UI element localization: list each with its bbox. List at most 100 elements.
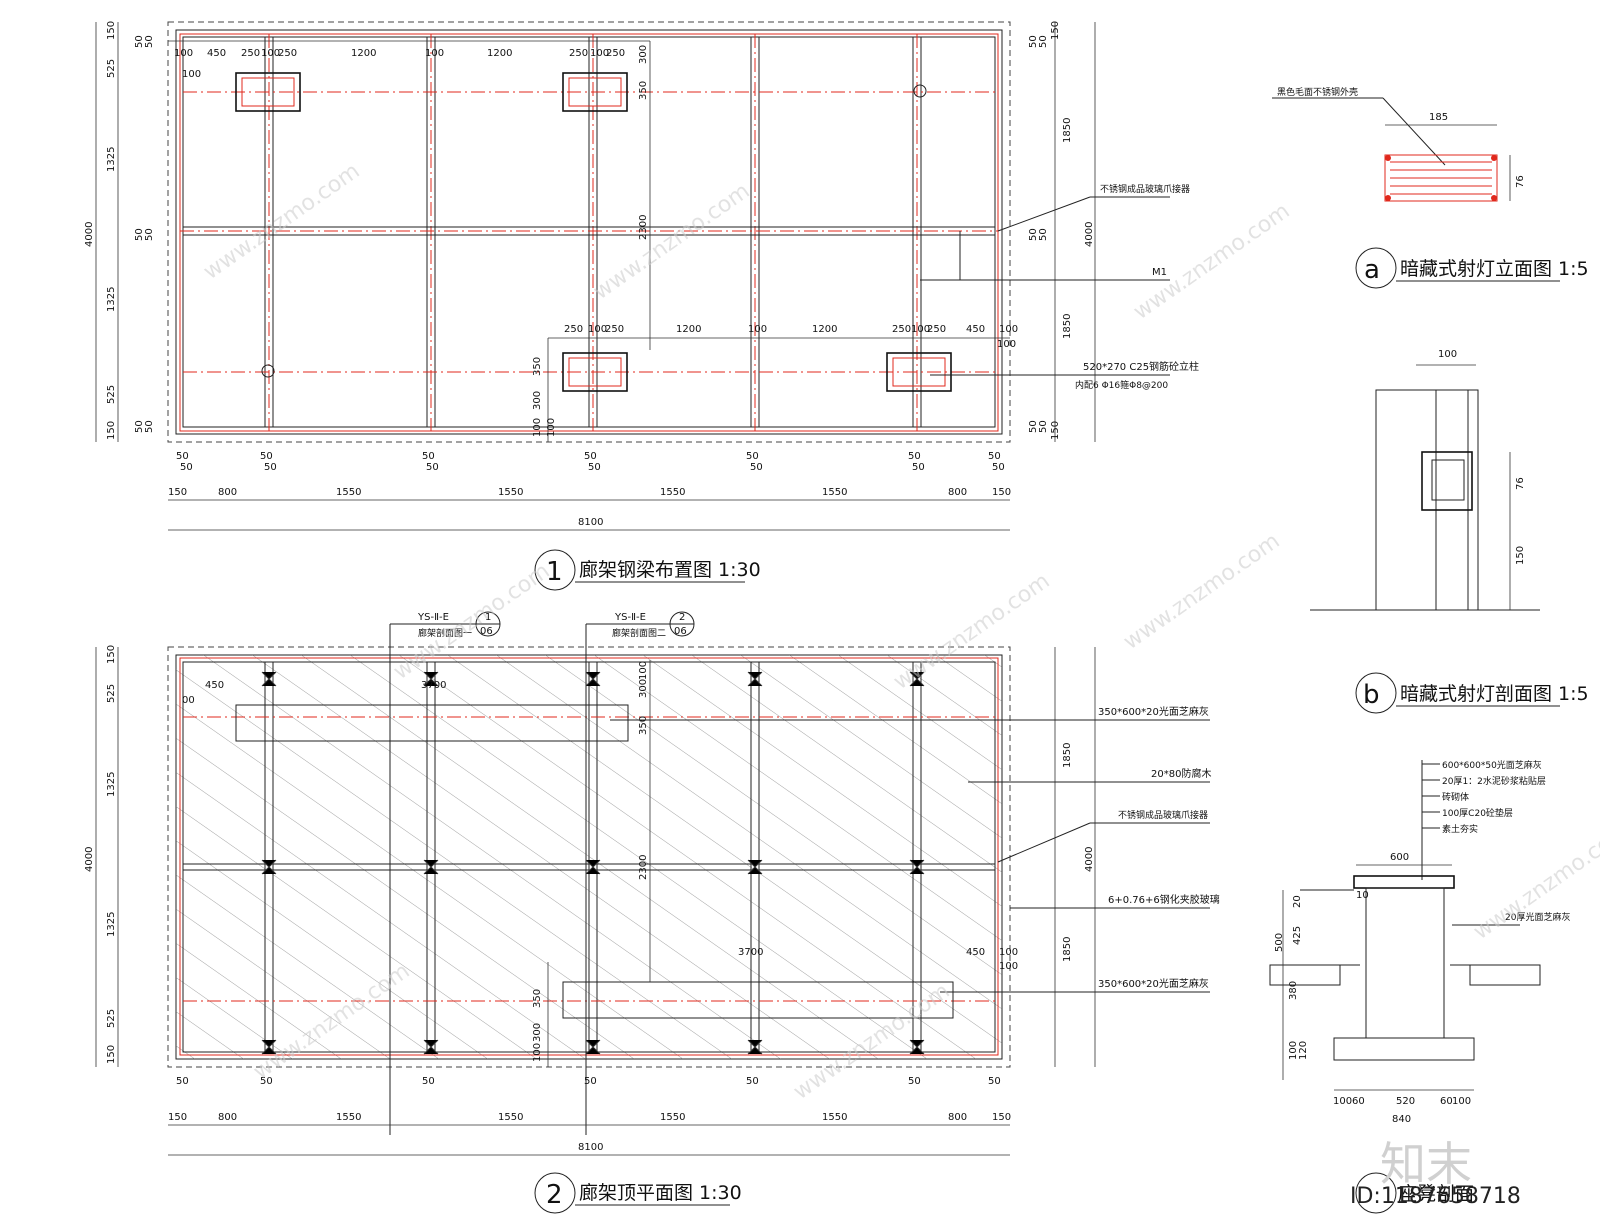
svg-text:1325: 1325	[106, 287, 117, 312]
svg-text:600*600*50光面芝麻灰: 600*600*50光面芝麻灰	[1442, 759, 1542, 771]
svg-text:150: 150	[106, 1045, 117, 1064]
plan1-top-dims: 100 450 250 100 250 1200 100 1200 250 10…	[174, 48, 625, 59]
svg-text:250: 250	[569, 48, 588, 59]
svg-text:150: 150	[1050, 21, 1061, 40]
svg-text:50: 50	[134, 228, 145, 241]
svg-text:100: 100	[1288, 1041, 1299, 1060]
svg-text:350: 350	[532, 989, 543, 1008]
svg-text:50: 50	[144, 35, 155, 48]
svg-text:1550: 1550	[660, 1112, 685, 1123]
svg-text:06: 06	[674, 626, 687, 637]
svg-text:8100: 8100	[578, 1142, 603, 1153]
svg-text:60: 60	[1440, 1096, 1453, 1107]
plan2-bottom-dims: 150 800 1550 1550 1550 1550 800 150 8100	[168, 1112, 1011, 1153]
svg-text:100: 100	[911, 324, 930, 335]
svg-text:100: 100	[999, 324, 1018, 335]
svg-text:4000: 4000	[1084, 222, 1095, 247]
svg-text:300: 300	[638, 45, 649, 64]
svg-text:120: 120	[1298, 1041, 1309, 1060]
plan1-outline	[167, 21, 1011, 443]
svg-text:425: 425	[1292, 926, 1303, 945]
svg-text:a: a	[1364, 255, 1380, 285]
svg-text:50: 50	[134, 35, 145, 48]
svg-text:00: 00	[182, 695, 195, 706]
svg-text:525: 525	[106, 1009, 117, 1028]
svg-text:100: 100	[1438, 349, 1457, 360]
svg-text:250: 250	[606, 48, 625, 59]
svg-text:250: 250	[564, 324, 583, 335]
plan2-stone-top-callout: 350*600*20光面芝麻灰	[1098, 705, 1209, 718]
svg-text:50: 50	[426, 462, 439, 473]
svg-text:素土夯实: 素土夯实	[1442, 823, 1478, 835]
plan1-clamp-callout: 不锈钢成品玻璃爪接器	[1100, 183, 1190, 195]
plan1-title-circle	[534, 549, 576, 591]
svg-text:100: 100	[638, 661, 649, 680]
svg-text:800: 800	[218, 1112, 237, 1123]
svg-text:250: 250	[927, 324, 946, 335]
plan1-right-post-steps: 50 50 50 50 50 50 150 150	[1028, 21, 1061, 440]
svg-text:450: 450	[966, 947, 985, 958]
svg-text:50: 50	[988, 451, 1001, 462]
image-id-label: ID:1187658718	[1350, 1184, 1521, 1209]
svg-text:1550: 1550	[498, 487, 523, 498]
svg-text:50: 50	[422, 1076, 435, 1087]
svg-text:450: 450	[205, 680, 224, 691]
svg-text:100: 100	[546, 418, 557, 437]
svg-text:1200: 1200	[487, 48, 512, 59]
svg-text:50: 50	[584, 451, 597, 462]
svg-text:50: 50	[746, 1076, 759, 1087]
svg-text:50: 50	[988, 1076, 1001, 1087]
svg-text:20: 20	[1292, 895, 1303, 908]
svg-text:250: 250	[278, 48, 297, 59]
svg-text:4000: 4000	[1084, 847, 1095, 872]
plan1-lower-dims: 250 100 250 1200 100 1200 250 100 250 45…	[564, 324, 1018, 350]
svg-text:www.znzmo.com: www.znzmo.com	[1119, 529, 1284, 655]
svg-text:800: 800	[948, 1112, 967, 1123]
svg-text:50: 50	[180, 462, 193, 473]
plan1-left-post-steps: 50 50 50 50 50 50	[134, 35, 155, 433]
svg-text:1850: 1850	[1062, 743, 1073, 768]
svg-text:50: 50	[1028, 228, 1039, 241]
svg-text:1325: 1325	[106, 147, 117, 172]
svg-text:YS-Ⅱ-E: YS-Ⅱ-E	[417, 612, 449, 623]
svg-text:50: 50	[1038, 35, 1049, 48]
svg-text:50: 50	[144, 420, 155, 433]
svg-text:350: 350	[638, 716, 649, 735]
plan1-title: 廊架钢梁布置图 1:30	[579, 559, 761, 581]
svg-text:50: 50	[912, 462, 925, 473]
svg-text:150: 150	[106, 21, 117, 40]
plan2-stone-slab-top	[235, 704, 629, 742]
plan1-bottom-post-steps: 50 50 50 50 50 50 50 50 50 50 50 50 50 5…	[176, 451, 1005, 473]
svg-text:20厚1：2水泥砂浆粘贴层: 20厚1：2水泥砂浆粘贴层	[1442, 775, 1546, 787]
svg-text:150: 150	[106, 645, 117, 664]
svg-text:50: 50	[1028, 420, 1039, 433]
svg-text:1550: 1550	[822, 1112, 847, 1123]
svg-text:2: 2	[546, 1180, 563, 1210]
svg-text:350: 350	[532, 357, 543, 376]
svg-text:50: 50	[1028, 35, 1039, 48]
svg-text:185: 185	[1429, 112, 1448, 123]
svg-text:50: 50	[908, 451, 921, 462]
svg-text:76: 76	[1515, 175, 1526, 188]
plan1-columns	[235, 72, 952, 392]
svg-text:3700: 3700	[421, 680, 446, 691]
svg-text:1550: 1550	[822, 487, 847, 498]
svg-text:黑色毛面不锈钢外壳: 黑色毛面不锈钢外壳	[1277, 86, 1358, 98]
svg-text:150: 150	[168, 487, 187, 498]
svg-text:450: 450	[207, 48, 226, 59]
svg-text:1200: 1200	[676, 324, 701, 335]
svg-text:1550: 1550	[498, 1112, 523, 1123]
svg-text:76: 76	[1515, 477, 1526, 490]
svg-text:350: 350	[638, 81, 649, 100]
plan2-stone-bottom-callout: 350*600*20光面芝麻灰	[1098, 977, 1209, 990]
plan1-m1-callout: M1	[1152, 267, 1167, 278]
svg-text:150: 150	[106, 421, 117, 440]
svg-text:1850: 1850	[1062, 937, 1073, 962]
plan1-rebar-callout: 内配6 Φ16箍Φ8@200	[1075, 379, 1168, 391]
svg-text:150: 150	[992, 1112, 1011, 1123]
svg-text:50: 50	[584, 1076, 597, 1087]
svg-text:50: 50	[908, 1076, 921, 1087]
plan2-wood-callout: 20*80防腐木	[1151, 767, 1211, 780]
svg-text:100: 100	[748, 324, 767, 335]
